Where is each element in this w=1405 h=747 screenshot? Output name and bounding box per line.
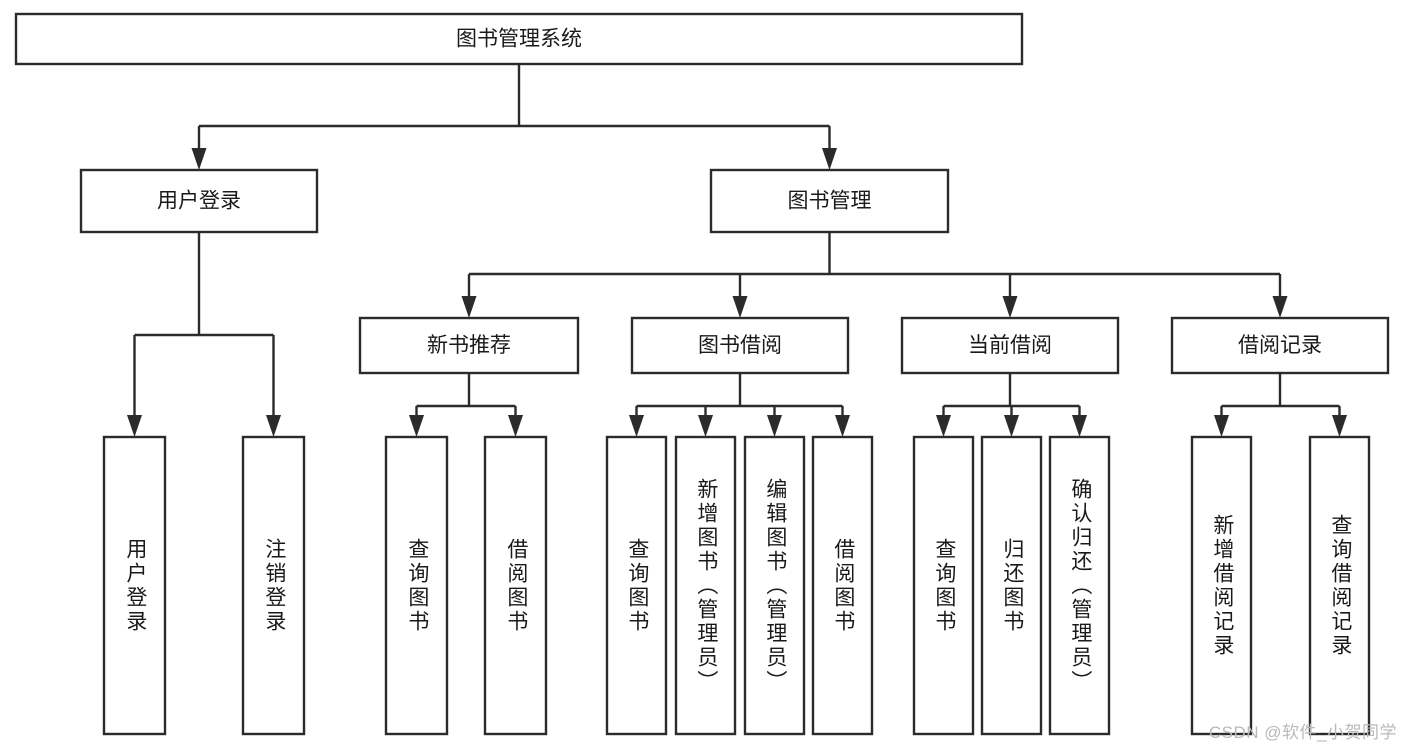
node-box-leaf-query-book-cb[interactable] — [912, 435, 975, 736]
node-label-current-borrow: 当前借阅 — [968, 334, 1052, 357]
node-label-book-manage: 图书管理 — [788, 190, 872, 213]
node-box-book-borrow[interactable] — [630, 316, 850, 375]
arrow-head-icon — [1004, 415, 1019, 437]
arrow-head-icon — [266, 415, 281, 437]
arrow-head-icon — [936, 415, 951, 437]
node-box-leaf-add-record[interactable] — [1190, 435, 1253, 736]
node-box-leaf-query-record[interactable] — [1308, 435, 1371, 736]
node-box-leaf-query-book-rec[interactable] — [384, 435, 449, 736]
node-box-leaf-borrow-book-bb[interactable] — [811, 435, 874, 736]
arrow-head-icon — [1332, 415, 1347, 437]
arrow-head-icon — [1214, 415, 1229, 437]
arrow-head-icon — [409, 415, 424, 437]
node-label-book-borrow: 图书借阅 — [698, 334, 782, 357]
arrow-head-icon — [461, 296, 477, 318]
node-box-borrow-record[interactable] — [1170, 316, 1390, 375]
connectors-layer — [127, 64, 1347, 437]
node-label-user-login: 用户登录 — [157, 190, 241, 213]
arrow-head-icon — [508, 415, 523, 437]
arrow-head-icon — [732, 296, 748, 318]
node-box-leaf-return-book[interactable] — [980, 435, 1043, 736]
node-box-leaf-edit-book[interactable] — [743, 435, 806, 736]
arrow-head-icon — [698, 415, 713, 437]
node-box-leaf-user-login[interactable] — [102, 435, 167, 736]
arrow-head-icon — [1002, 296, 1018, 318]
arrow-head-icon — [1072, 415, 1087, 437]
node-box-book-manage[interactable] — [709, 168, 950, 234]
node-box-leaf-query-book-bb[interactable] — [605, 435, 668, 736]
node-box-new-book-rec[interactable] — [358, 316, 580, 375]
arrow-head-icon — [767, 415, 782, 437]
arrow-head-icon — [835, 415, 850, 437]
node-box-root[interactable] — [14, 12, 1024, 66]
boxes-layer — [14, 12, 1390, 736]
node-box-current-borrow[interactable] — [900, 316, 1120, 375]
node-box-leaf-add-book[interactable] — [674, 435, 737, 736]
node-label-new-book-rec: 新书推荐 — [427, 334, 511, 357]
node-box-user-login[interactable] — [79, 168, 319, 234]
node-box-leaf-borrow-book-rec[interactable] — [483, 435, 548, 736]
arrow-head-icon — [629, 415, 644, 437]
arrow-head-icon — [191, 148, 207, 170]
arrow-head-icon — [1272, 296, 1288, 318]
node-label-root: 图书管理系统 — [456, 28, 582, 51]
node-label-borrow-record: 借阅记录 — [1238, 334, 1322, 357]
node-box-leaf-confirm-return[interactable] — [1048, 435, 1111, 736]
arrow-head-icon — [822, 148, 837, 170]
arrow-head-icon — [127, 415, 142, 437]
node-box-leaf-user-logout[interactable] — [241, 435, 306, 736]
